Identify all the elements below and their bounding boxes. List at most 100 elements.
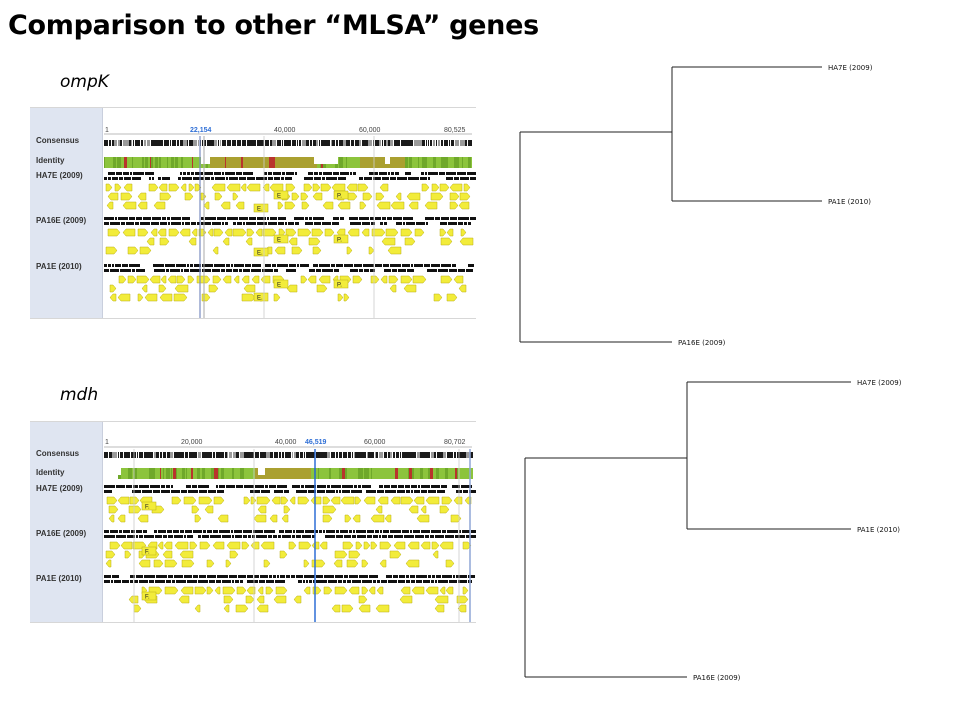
sequence-block xyxy=(216,580,221,583)
identity-segment xyxy=(309,157,312,168)
identity-segment xyxy=(455,468,457,479)
consensus-segment xyxy=(355,452,359,458)
identity-segment xyxy=(142,157,144,168)
sequence-block xyxy=(391,485,397,488)
gene-arrow xyxy=(307,275,317,284)
identity-track xyxy=(104,157,472,168)
identity-segment xyxy=(205,468,207,479)
sequence-block xyxy=(235,535,242,538)
consensus-segment xyxy=(433,140,435,146)
sequence-block xyxy=(192,485,197,488)
gene-arrow xyxy=(459,192,471,201)
identity-segment xyxy=(364,468,367,479)
gene-arrow xyxy=(223,595,234,604)
identity-segment xyxy=(362,157,365,168)
sequence-block xyxy=(314,172,318,175)
identity-segment xyxy=(125,468,128,479)
track-label-column: Consensus Identity HA7E (2009) PA16E (20… xyxy=(30,108,103,318)
consensus-segment xyxy=(233,452,236,458)
sequence-block xyxy=(357,535,366,538)
gene-arrow xyxy=(212,275,222,284)
identity-segment xyxy=(329,468,331,479)
sequence-block xyxy=(190,264,193,267)
sequence-block xyxy=(214,264,225,267)
gene-arrow xyxy=(425,496,440,505)
identity-segment xyxy=(395,468,398,479)
gene-arrow xyxy=(137,293,144,302)
gene-arrow xyxy=(308,237,321,246)
sequence-block xyxy=(233,269,238,272)
tree-tip-label: PA16E (2009) xyxy=(678,339,726,347)
consensus-segment xyxy=(156,452,159,458)
sequence-block xyxy=(369,575,378,578)
identity-segment xyxy=(433,157,435,168)
gene-arrow xyxy=(390,496,401,505)
consensus-segment xyxy=(362,452,366,458)
gene-arrow xyxy=(291,246,303,255)
consensus-segment xyxy=(336,452,338,458)
identity-segment xyxy=(275,157,277,168)
gene-arrow xyxy=(449,201,459,210)
gene-arrow xyxy=(300,275,308,284)
consensus-segment xyxy=(115,140,117,146)
sequence-block xyxy=(359,177,363,180)
tag-label: F. xyxy=(145,595,150,601)
consensus-segment xyxy=(382,140,383,146)
sequence-block xyxy=(182,177,192,180)
gene-arrow xyxy=(404,237,416,246)
identity-segment xyxy=(347,157,349,168)
gene-arrow xyxy=(251,275,260,284)
consensus-segment xyxy=(300,452,303,458)
identity-segment xyxy=(261,475,262,479)
identity-segment xyxy=(121,157,124,168)
sequence-block xyxy=(416,575,427,578)
gene-arrow xyxy=(412,275,427,284)
sequence-block xyxy=(454,177,459,180)
identity-segment xyxy=(175,157,177,168)
consensus-segment xyxy=(466,452,470,458)
sequence-block xyxy=(438,580,448,583)
consensus-segment xyxy=(408,452,410,458)
consensus-segment xyxy=(144,452,147,458)
sequence-block xyxy=(243,172,253,175)
row-label-pa1e: PA1E (2010) xyxy=(36,574,82,583)
identity-segment xyxy=(207,468,210,479)
gene-arrow xyxy=(370,541,378,550)
consensus-segment xyxy=(393,452,394,458)
sequence-block xyxy=(116,535,126,538)
consensus-segment xyxy=(242,140,246,146)
identity-segment xyxy=(436,157,439,168)
identity-segment xyxy=(144,157,145,168)
sequence-block xyxy=(165,264,175,267)
identity-segment xyxy=(463,468,465,479)
gene-arrow xyxy=(285,183,296,192)
identity-segment xyxy=(200,468,201,479)
gene-arrow xyxy=(441,496,453,505)
gene-arrow xyxy=(105,559,112,568)
identity-segment xyxy=(405,468,408,479)
consensus-segment xyxy=(227,452,228,458)
gene-arrow xyxy=(286,284,298,293)
gene-arrow xyxy=(430,192,444,201)
sequence-block xyxy=(136,217,142,220)
row-label-pa16e: PA16E (2009) xyxy=(36,216,87,225)
identity-segment xyxy=(121,468,123,479)
identity-segment xyxy=(204,164,206,168)
sequence-block xyxy=(168,535,173,538)
tag-label: E. xyxy=(257,251,263,257)
gene-arrow xyxy=(164,559,178,568)
consensus-segment xyxy=(331,452,335,458)
scale-highlight-label: 22,154 xyxy=(190,127,212,134)
gene-arrow xyxy=(137,201,148,210)
annotation-tag: E xyxy=(273,190,289,200)
gene-arrow xyxy=(212,246,219,255)
sequence-block xyxy=(231,530,233,533)
identity-segment xyxy=(405,157,408,168)
sequence-block xyxy=(449,580,457,583)
consensus-segment xyxy=(177,140,178,146)
gene-arrow xyxy=(194,586,207,595)
gene-arrow xyxy=(300,192,309,201)
identity-segment xyxy=(300,157,302,168)
sequence-block xyxy=(133,485,138,488)
sequence-block xyxy=(358,485,361,488)
